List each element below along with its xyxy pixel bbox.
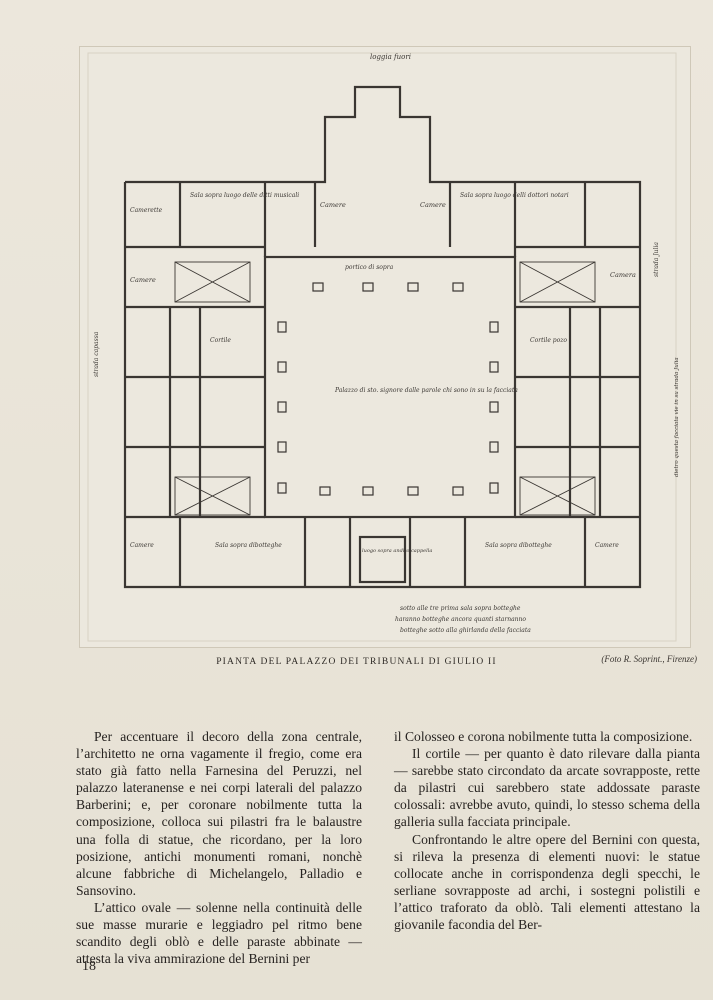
annotation-cortile-l: Cortile	[210, 337, 231, 344]
paragraph: L’attico ovale — solenne nella continuit…	[76, 899, 362, 967]
annotation-camere-tl: Camere	[320, 201, 346, 209]
annotation-sala-left: Sala sopra luogo delle ditti musicali	[190, 192, 299, 199]
page-number: 18	[82, 959, 96, 974]
paragraph: il Colosseo e corona nobilmente tutta la…	[394, 729, 693, 744]
annotation-camera-r: Camera	[610, 271, 636, 279]
annotation-sala-bottom-left: Sala sopra dibotteghe	[215, 542, 282, 549]
annotation-camere-tr: Camere	[420, 201, 446, 209]
annotation-sala-bottom-right: Sala sopra dibotteghe	[485, 542, 552, 549]
figure-caption: PIANTA DEL PALAZZO DEI TRIBUNALI DI GIUL…	[216, 657, 497, 667]
floor-plan-drawing: loggia fuori Sala sopra luogo delle ditt…	[80, 47, 690, 647]
text-column-right: il Colosseo e corona nobilmente tutta la…	[394, 728, 700, 933]
annotation-cortile-pozo-r: Cortile pozo	[530, 337, 567, 344]
annotation-right-margin: strada Julia	[653, 242, 660, 277]
paragraph: Per accentuare il decoro della zona cent…	[76, 729, 362, 898]
annotation-camere-l: Camere	[130, 276, 156, 284]
paragraph: Confrontando le altre opere del Bernini …	[394, 831, 700, 933]
text-column-left: Per accentuare il decoro della zona cent…	[76, 728, 362, 967]
annotation-sala-right: Sala sopra luogo delli dottori notari	[460, 192, 569, 199]
annotation-portico: portico di sopra	[345, 264, 394, 271]
annotation-top-loggia: loggia fuori	[370, 53, 411, 61]
annotation-camere-br: Camere	[595, 542, 619, 549]
annotation-camere-bl: Camere	[130, 542, 154, 549]
annotation-bottom-note-3: botteghe sotto alla ghirlanda della facc…	[400, 627, 531, 634]
photo-credit: (Foto R. Soprint., Firenze)	[601, 654, 697, 664]
floor-plan-figure: loggia fuori Sala sopra luogo delle ditt…	[80, 47, 690, 647]
annotation-camerette: Camerette	[130, 207, 163, 214]
annotation-left-margin: strada capassa	[93, 331, 100, 377]
annotation-entry-note: luogo sopra andito cappella	[362, 548, 432, 554]
annotation-far-right-margin: dietro questa facciata vie in su strada …	[674, 357, 680, 477]
paragraph: Il cortile — per quanto è dato rilevare …	[394, 746, 700, 830]
annotation-bottom-note-2: haranno botteghe ancora quanti starnanno	[395, 616, 526, 623]
annotation-center-note: Palazzo di sto. signore dalle parole chi…	[334, 387, 518, 394]
annotation-bottom-note-1: sotto alle tre prima sala sopra botteghe	[400, 605, 521, 612]
